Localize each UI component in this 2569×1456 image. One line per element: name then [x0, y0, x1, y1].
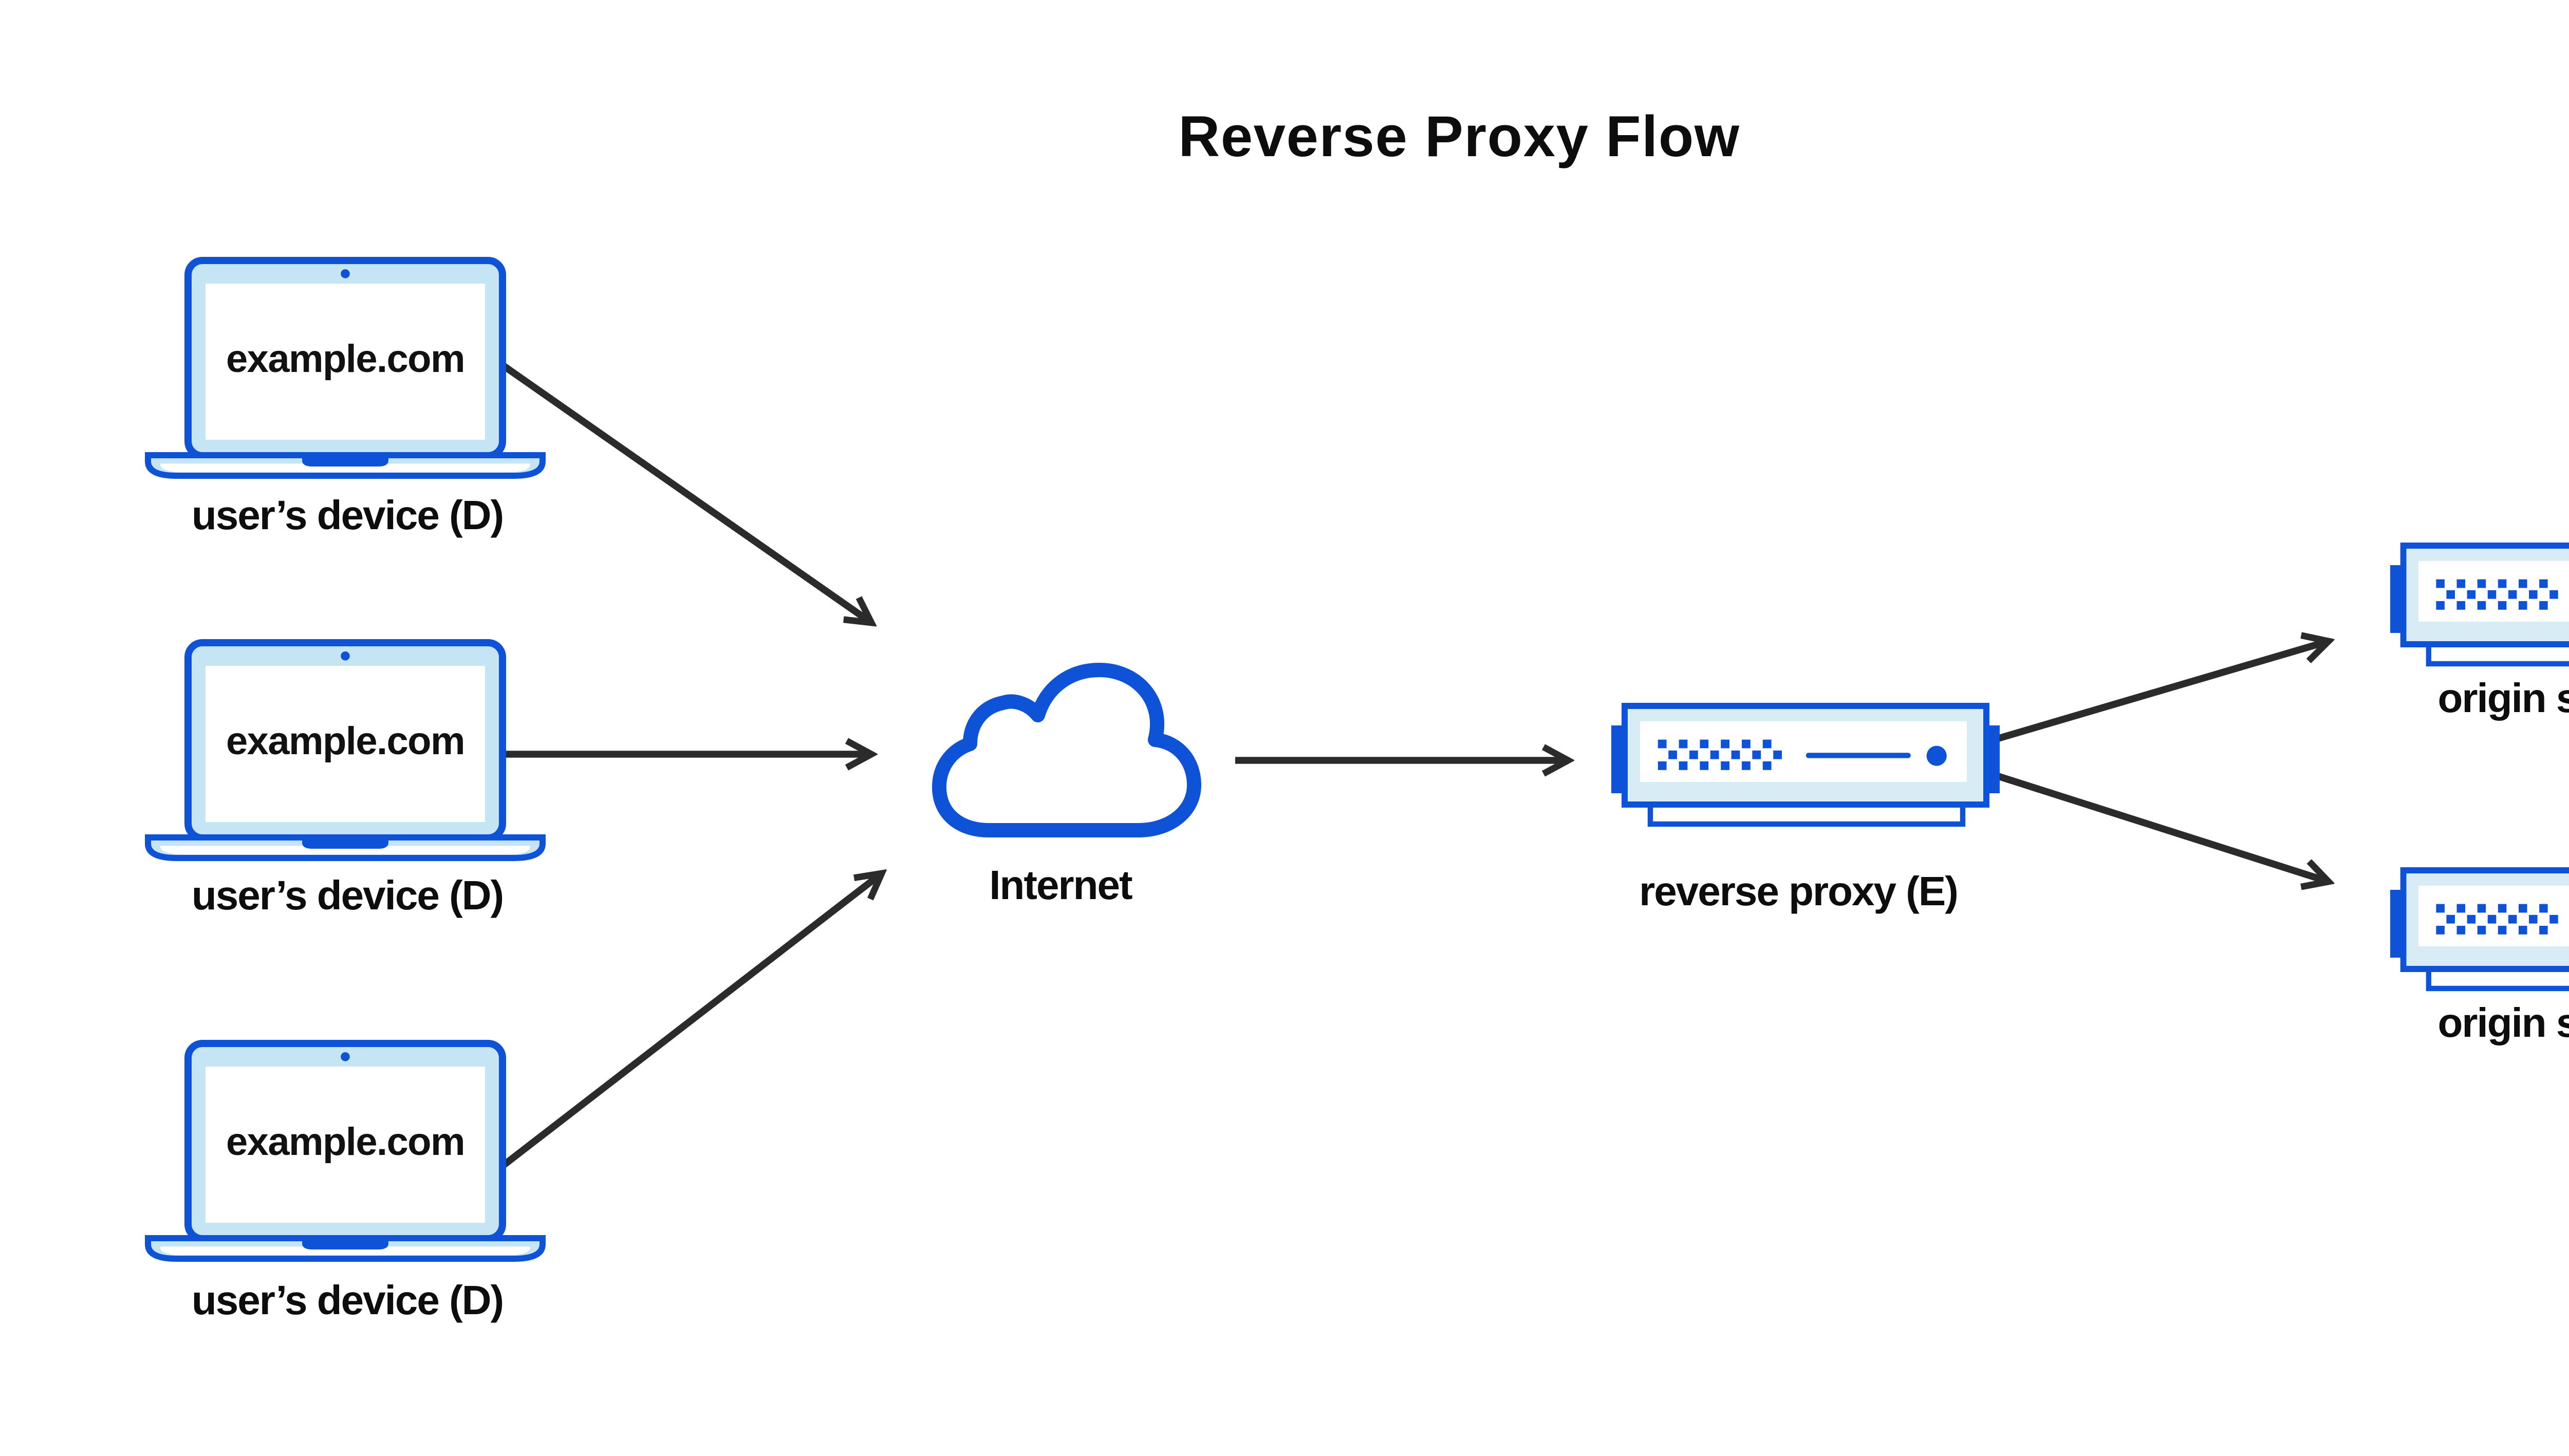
- arrow-device-1-to-internet: [501, 363, 871, 623]
- origin-server-2-label: origin server (F): [2437, 1001, 2569, 1046]
- device-1-node: [144, 257, 547, 479]
- server-vent-dots: [1658, 738, 1782, 769]
- server-icon: [2390, 866, 2569, 991]
- internet-node: [921, 654, 1211, 841]
- server-slot-line: [1805, 752, 1911, 757]
- server-power-dot: [1926, 744, 1947, 765]
- origin-server-1-node: [2390, 543, 2569, 668]
- device-2-label: user’s device (D): [191, 874, 504, 920]
- arrow-reverse-proxy-to-origin-2: [1992, 771, 2329, 882]
- server-icon: [1611, 702, 2000, 826]
- laptop-icon: [145, 257, 546, 479]
- server-icon: [2390, 543, 2569, 667]
- camera-dot-icon: [341, 269, 350, 278]
- device-1-label: user’s device (D): [191, 494, 504, 539]
- laptop-icon: [145, 639, 546, 861]
- device-2-node: [144, 639, 547, 861]
- laptop-screen: [206, 284, 485, 440]
- device-3-label: user’s device (D): [191, 1279, 504, 1324]
- cloud-icon: [932, 663, 1201, 837]
- device-1-screen-text: example.com: [226, 339, 466, 382]
- origin-server-1-label: origin server (F): [2437, 677, 2569, 722]
- laptop-base-notch: [302, 455, 388, 466]
- laptop-icon: [145, 1040, 546, 1262]
- arrow-reverse-proxy-to-origin-1: [1993, 641, 2329, 743]
- page-title: Reverse Proxy Flow: [1178, 105, 1740, 169]
- device-2-screen-text: example.com: [226, 721, 466, 764]
- device-3-screen-text: example.com: [226, 1122, 466, 1165]
- device-3-node: [144, 1040, 547, 1262]
- reverse-proxy-label: reverse proxy (E): [1639, 869, 1959, 914]
- internet-label: Internet: [989, 864, 1132, 909]
- origin-server-2-node: [2390, 866, 2569, 992]
- reverse-proxy-node: [1611, 702, 2000, 827]
- arrow-device-3-to-internet: [501, 873, 882, 1168]
